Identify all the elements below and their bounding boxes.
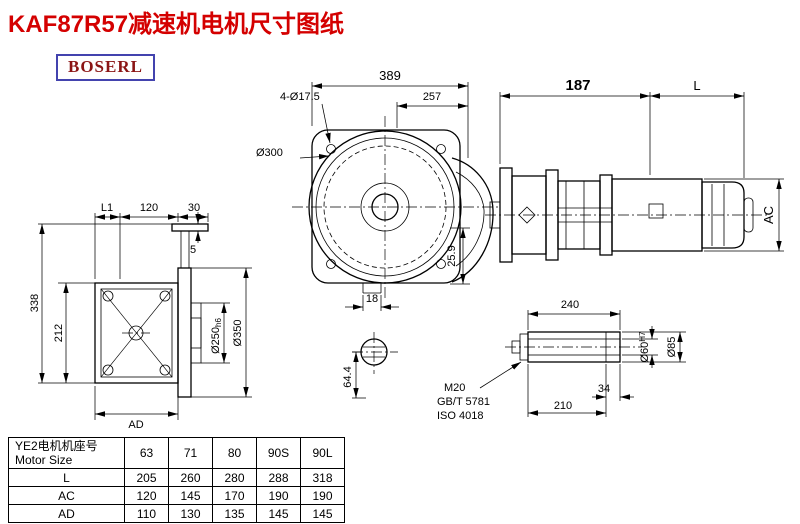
dim-338: 338 [29,294,41,312]
bolt-holes [326,144,446,269]
bolt-callout: 4-Ø17.5 [280,91,320,103]
table-cell: 260 [168,468,213,487]
dim-257: 257 [423,91,441,103]
dim-212: 212 [53,324,65,342]
dim-187: 187 [565,77,590,94]
side-view: L1 120 30 5 338 212 AD Ø250h6 [29,202,252,431]
dim-240: 240 [561,299,579,311]
standard-gbt: GB/T 5781 [437,396,490,408]
page-title: KAF87R57减速机电机尺寸图纸 [8,11,345,38]
dim-210: 210 [554,400,572,412]
standard-iso: ISO 4018 [437,410,483,422]
size-column-header: 80 [212,437,257,469]
dim-120: 120 [140,202,158,214]
header-en-label: Motor Size [15,453,73,467]
table-cell: 145 [300,504,345,523]
dim-25-9: 25.9 [446,245,458,266]
thread-callout: M20 [444,382,465,394]
table-cell: 170 [212,486,257,505]
table-cell: 145 [168,486,213,505]
size-column-header: 63 [124,437,169,469]
motor-view: 187 L AC [485,77,784,263]
dim-64-4: 64.4 [342,366,354,387]
row-label: L [8,468,125,487]
table-cell: 190 [256,486,301,505]
shaft-detail-view: 240 34 210 Ø60H7 Ø85 M20 GB/T 5781 ISO [437,299,686,422]
dia300-callout: Ø300 [256,147,283,159]
table-cell: 130 [168,504,213,523]
table-cell: 145 [256,504,301,523]
motor-size-table: YE2电机机座号 Motor Size 63 71 80 90S 90L L 2… [8,437,345,523]
table-row-AD: AD 110 130 135 145 145 [8,504,345,523]
table-cell: 205 [124,468,169,487]
table-header-motor-size: YE2电机机座号 Motor Size [8,437,125,469]
table-row-L: L 205 260 280 288 318 [8,468,345,487]
dim-389: 389 [379,68,401,83]
dim-L1: L1 [101,202,113,214]
header-cn-label: YE2电机机座号 [15,439,98,453]
table-cell: 288 [256,468,301,487]
size-column-header: 90S [256,437,301,469]
table-cell: 120 [124,486,169,505]
front-view: 18 64.4 389 257 4-Ø17.5 Ø300 [256,68,500,399]
table-header-row: YE2电机机座号 Motor Size 63 71 80 90S 90L [8,437,345,469]
dim-30: 30 [188,202,200,214]
table-cell: 318 [300,468,345,487]
row-label: AC [8,486,125,505]
table-cell: 135 [212,504,257,523]
dim-dia60H7: Ø60H7 [638,331,651,363]
dim-34: 34 [598,383,610,395]
dim-dia350: Ø350 [232,320,244,347]
dim-dia250h6: Ø250h6 [210,318,223,354]
size-column-header: 71 [168,437,213,469]
row-label: AD [8,504,125,523]
table-cell: 280 [212,468,257,487]
dim-AC: AC [761,206,776,224]
brand-logo: BOSERL [56,54,155,81]
table-cell: 110 [124,504,169,523]
dim-dia85: Ø85 [666,337,678,358]
dim-L: L [693,78,700,93]
size-column-header: 90L [300,437,345,469]
table-row-AC: AC 120 145 170 190 190 [8,486,345,505]
dim-5: 5 [190,244,196,256]
table-cell: 190 [300,486,345,505]
dim-18: 18 [366,293,378,305]
dim-AD: AD [128,419,143,431]
